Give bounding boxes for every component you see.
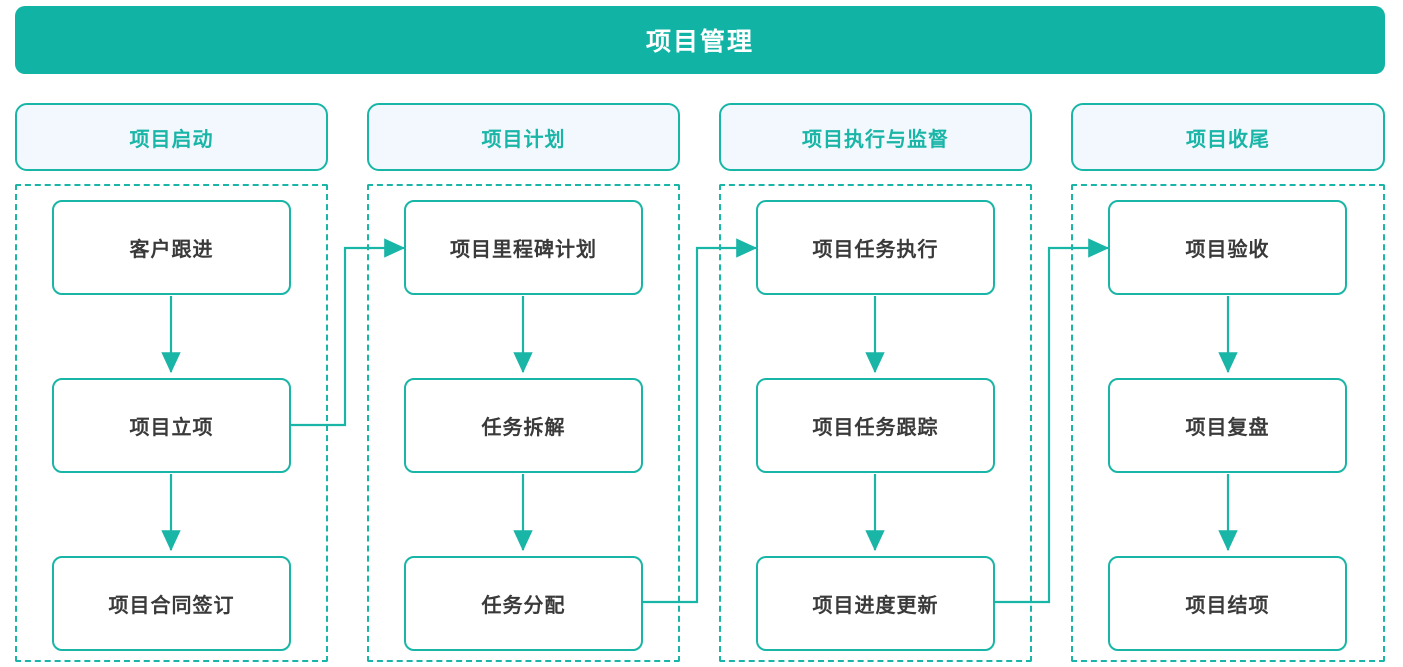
- node-label: 项目任务执行: [812, 239, 939, 261]
- node-xiangmu-renwu-genzong[interactable]: 项目任务跟踪: [756, 378, 995, 473]
- node-xiangmu-jindu-gengxin[interactable]: 项目进度更新: [756, 556, 995, 651]
- node-xiangmu-lixiang[interactable]: 项目立项: [52, 378, 291, 473]
- page-banner: 项目管理: [15, 6, 1385, 74]
- node-kehu-genjin[interactable]: 客户跟进: [52, 200, 291, 295]
- node-xiangmu-yanshou[interactable]: 项目验收: [1108, 200, 1347, 295]
- node-label: 项目结项: [1185, 595, 1270, 617]
- node-label: 项目复盘: [1185, 417, 1270, 439]
- node-label: 项目进度更新: [812, 595, 939, 617]
- phase-header-closing[interactable]: 项目收尾: [1071, 103, 1385, 171]
- node-xiangmu-fupan[interactable]: 项目复盘: [1108, 378, 1347, 473]
- node-label: 任务拆解: [481, 417, 566, 439]
- node-label: 客户跟进: [129, 239, 214, 261]
- phase-header-initiation[interactable]: 项目启动: [15, 103, 328, 171]
- node-renwu-fenpei[interactable]: 任务分配: [404, 556, 643, 651]
- node-renwu-chaijie[interactable]: 任务拆解: [404, 378, 643, 473]
- node-label: 项目任务跟踪: [812, 417, 939, 439]
- phase-header-label: 项目收尾: [1186, 128, 1270, 151]
- node-label: 项目立项: [129, 417, 214, 439]
- node-label: 项目合同签订: [108, 595, 235, 617]
- node-xiangmu-renwu-zhixing[interactable]: 项目任务执行: [756, 200, 995, 295]
- node-label: 项目里程碑计划: [450, 239, 597, 261]
- node-label: 任务分配: [481, 595, 566, 617]
- phase-header-planning[interactable]: 项目计划: [367, 103, 680, 171]
- node-xiangmu-hetong-qianding[interactable]: 项目合同签订: [52, 556, 291, 651]
- phase-header-execution[interactable]: 项目执行与监督: [719, 103, 1032, 171]
- phase-header-label: 项目执行与监督: [802, 128, 949, 151]
- page-title: 项目管理: [645, 28, 754, 56]
- node-xiangmu-lichengbei-jihua[interactable]: 项目里程碑计划: [404, 200, 643, 295]
- phase-header-label: 项目计划: [481, 128, 566, 151]
- node-xiangmu-jiexiang[interactable]: 项目结项: [1108, 556, 1347, 651]
- phase-header-label: 项目启动: [129, 128, 214, 151]
- node-label: 项目验收: [1185, 239, 1270, 261]
